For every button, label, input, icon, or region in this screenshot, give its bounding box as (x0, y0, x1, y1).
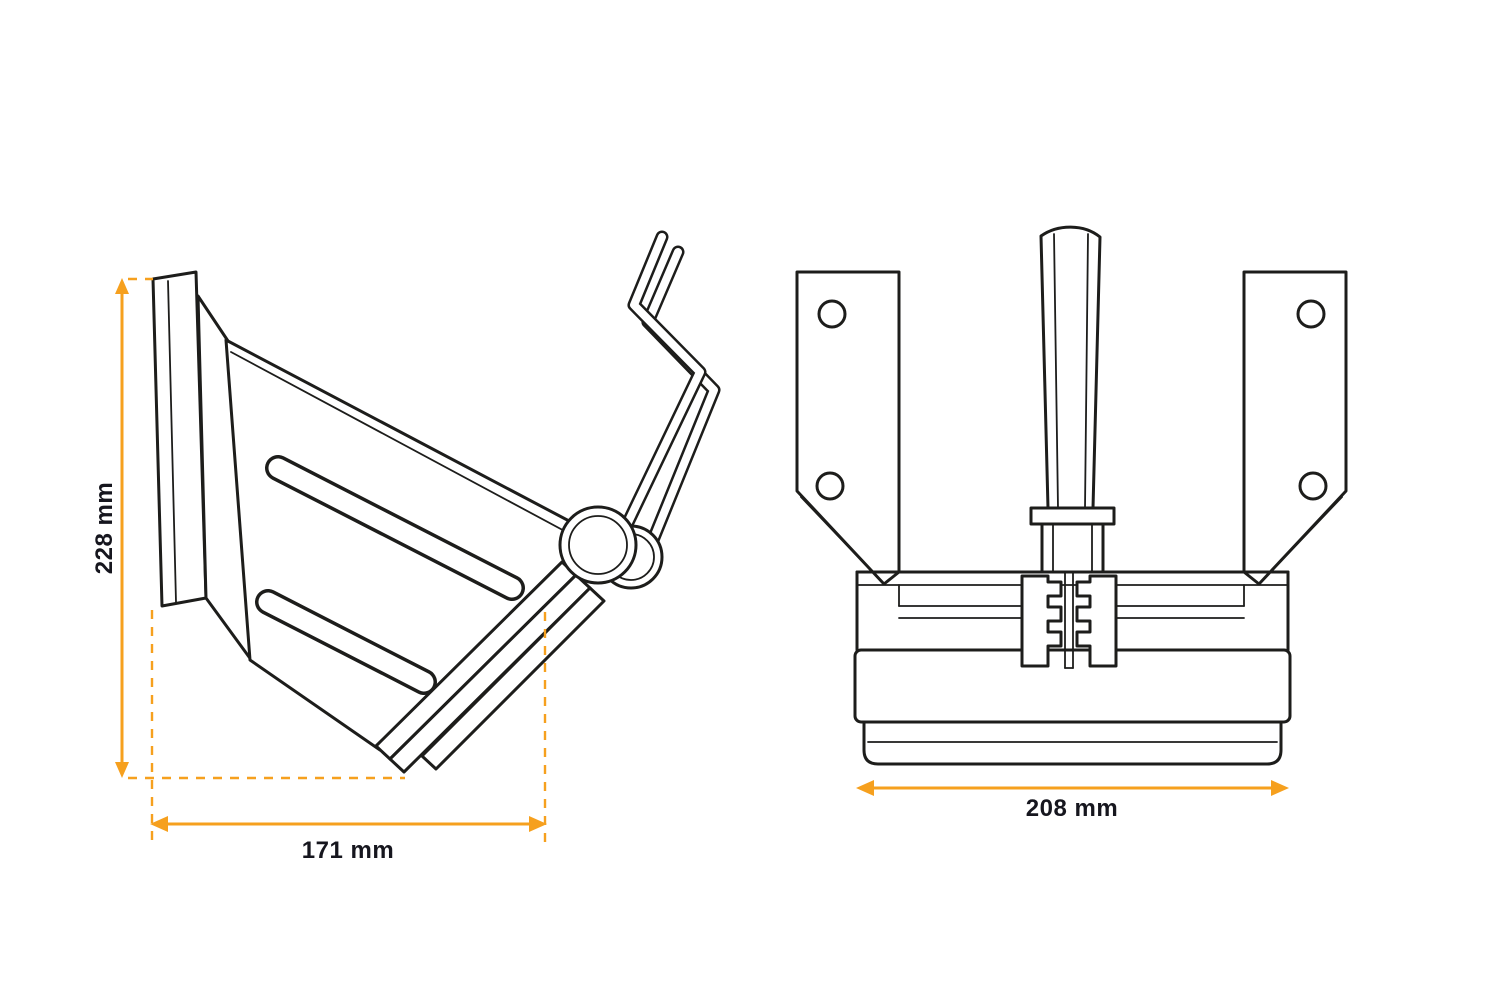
mounting-wing-left (795, 270, 901, 586)
dimension-depth-arrow-left-icon (150, 816, 168, 832)
plate-slot-upper (265, 455, 525, 601)
base-strip-2 (388, 573, 592, 774)
clamp-block-right (1075, 574, 1118, 668)
base-strips (374, 560, 606, 774)
dimension-height-arrow-down-icon (115, 762, 129, 778)
wing-hole-right-bottom (1298, 471, 1328, 501)
clamp-tongue (1064, 571, 1074, 669)
plate-slot-lower (255, 589, 437, 695)
retaining-ring-front-inner (568, 515, 628, 575)
handle-wire-front-core (606, 233, 704, 564)
dimension-width-label: 208 mm (1026, 795, 1118, 822)
base-slab-lower (862, 720, 1283, 766)
handle-wire-front (603, 230, 707, 567)
dimension-depth-arrow-right-icon (529, 816, 547, 832)
dimension-depth: 171 mm (150, 610, 547, 864)
side-view (151, 230, 721, 774)
wing-hole-left-bottom (815, 471, 845, 501)
wing-hole-left-top (817, 299, 847, 329)
bracket-flange-thickness-line (167, 280, 177, 603)
lever-blade-inner-right (1084, 233, 1089, 509)
plate-slot-lower-cutout (258, 592, 434, 692)
lever-shaft (1040, 522, 1105, 574)
base-strip-3 (420, 586, 606, 771)
lever-blade (1039, 225, 1102, 510)
dimension-width: 208 mm (856, 780, 1289, 822)
dimension-height-label: 228 mm (91, 482, 118, 574)
retaining-ring-front (558, 505, 638, 585)
lever-blade-inner-left (1053, 233, 1059, 509)
dimension-height-arrow-up-icon (115, 278, 129, 294)
mounting-wing-left-thickness-line (800, 496, 881, 581)
clamp-block-left (1020, 574, 1063, 668)
dimension-depth-label: 171 mm (302, 837, 394, 864)
bracket-plate-thickness-line (230, 351, 586, 543)
front-view (795, 225, 1348, 766)
plate-slot-upper-cutout (268, 458, 522, 598)
lever-handle (1029, 225, 1116, 574)
mounting-wing-right-thickness-line (1262, 496, 1343, 581)
mounting-wing-right (1242, 270, 1348, 586)
wing-hole-right-top (1296, 299, 1326, 329)
dimension-width-arrow-left-icon (856, 780, 874, 796)
dimension-height: 228 mm (91, 277, 405, 780)
dimension-width-arrow-right-icon (1271, 780, 1289, 796)
lever-collar (1029, 506, 1116, 526)
